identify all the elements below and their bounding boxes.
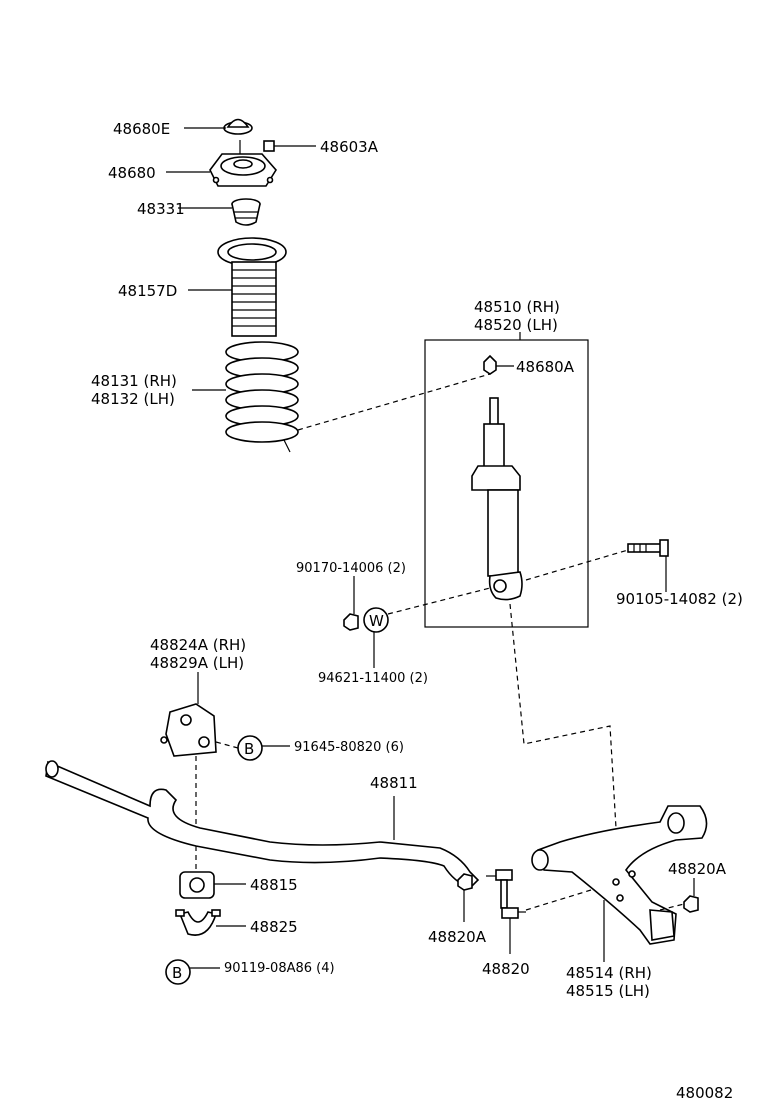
- label-48680E: 48680E: [113, 120, 170, 138]
- arm-nut-right[interactable]: [683, 895, 699, 913]
- label-48820: 48820: [482, 960, 530, 978]
- coil-spring[interactable]: [225, 341, 299, 453]
- shock-absorber-group-box: [424, 339, 589, 628]
- strut-support[interactable]: [209, 140, 277, 187]
- label-48520: 48520 (LH): [474, 316, 558, 334]
- label-91645: 91645-80820 (6): [294, 740, 404, 755]
- bolt-marker-b-top[interactable]: B: [237, 735, 263, 761]
- label-90105: 90105-14082 (2): [616, 590, 743, 608]
- mount-nut[interactable]: [263, 140, 275, 152]
- label-48680: 48680: [108, 164, 156, 182]
- label-48824A: 48824A (RH): [150, 636, 246, 654]
- dust-boot[interactable]: [217, 237, 287, 337]
- washer-marker: W: [369, 612, 384, 630]
- label-48820A-right: 48820A: [668, 860, 727, 878]
- label-90170: 90170-14006 (2): [296, 561, 406, 576]
- shock-lower-nut[interactable]: [343, 613, 359, 631]
- shock-absorber[interactable]: [471, 397, 523, 601]
- svg-text:B: B: [244, 740, 254, 758]
- label-48515: 48515 (LH): [566, 982, 650, 1000]
- diagram-code: 480082: [676, 1084, 733, 1102]
- label-90119: 90119-08A86 (4): [224, 961, 335, 976]
- label-48820A-left: 48820A: [428, 928, 487, 946]
- label-48825: 48825: [250, 918, 298, 936]
- label-48514: 48514 (RH): [566, 964, 652, 982]
- label-48603A: 48603A: [320, 138, 379, 156]
- bolt-marker-b-bottom[interactable]: B: [165, 959, 191, 985]
- stabilizer-link[interactable]: [486, 869, 526, 919]
- stabilizer-bar[interactable]: [45, 760, 480, 889]
- stabilizer-bushing[interactable]: [179, 871, 215, 899]
- stabilizer-bracket[interactable]: [160, 703, 217, 757]
- label-48510: 48510 (RH): [474, 298, 560, 316]
- label-94621: 94621-11400 (2): [318, 671, 428, 686]
- stabilizer-clamp[interactable]: [175, 909, 221, 936]
- label-48811: 48811: [370, 774, 418, 792]
- label-48131: 48131 (RH): [91, 372, 177, 390]
- label-48829A: 48829A (LH): [150, 654, 244, 672]
- label-48815: 48815: [250, 876, 298, 894]
- svg-text:B: B: [172, 964, 182, 982]
- washer-w[interactable]: W: [363, 607, 389, 633]
- strut-mount-cap[interactable]: [223, 118, 253, 135]
- label-48331: 48331: [137, 200, 185, 218]
- link-nut-left[interactable]: [457, 873, 473, 891]
- bound-stopper[interactable]: [231, 198, 261, 226]
- label-48680A: 48680A: [516, 358, 575, 376]
- label-48132: 48132 (LH): [91, 390, 175, 408]
- label-48157D: 48157D: [118, 282, 177, 300]
- shock-bolt[interactable]: [627, 539, 669, 557]
- shock-nut[interactable]: [483, 354, 497, 375]
